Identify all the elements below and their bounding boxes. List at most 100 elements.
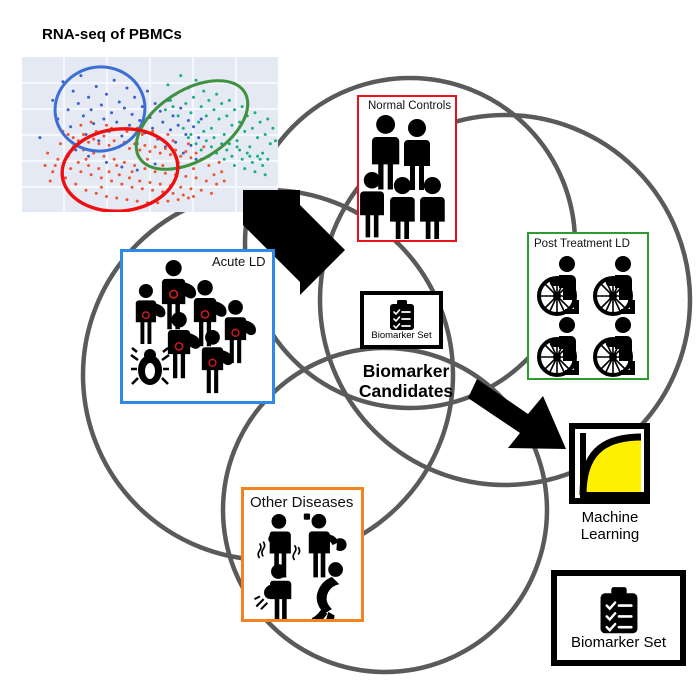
scatter-point (199, 148, 203, 152)
scatter-point (138, 148, 142, 152)
scatter-point (186, 119, 190, 123)
scatter-point (158, 151, 162, 155)
scatter-data-points (38, 74, 277, 205)
scatter-point (220, 102, 224, 105)
scatter-point (107, 143, 111, 147)
scatter-point (84, 157, 88, 161)
scatter-point (102, 154, 106, 158)
scatter-point (79, 123, 83, 127)
scatter-point (184, 150, 188, 154)
scatter-point (243, 167, 247, 171)
biomarker-candidates-line2: Candidates (358, 380, 454, 401)
scatter-point (197, 120, 201, 124)
scatter-point (81, 114, 85, 118)
scatter-point (153, 162, 157, 166)
scatter-point (66, 133, 70, 136)
scatter-point (120, 165, 124, 169)
tick-icon (130, 346, 170, 385)
biomarker-set-center-label: Biomarker Set (371, 329, 432, 341)
scatter-point (212, 136, 216, 140)
group-label-normal-controls: Normal Controls (368, 100, 452, 112)
scatter-point (186, 136, 190, 140)
scatter-point (194, 157, 198, 161)
scatter-point (148, 181, 152, 185)
scatter-point (238, 120, 242, 124)
sick-person-icon-shivering (257, 514, 301, 578)
scatter-point (112, 78, 116, 82)
scatter-point (266, 157, 270, 161)
scatter-point (184, 133, 188, 136)
scatter-point (194, 151, 198, 155)
scatter-point (71, 89, 75, 93)
wheelchair-person-icon (593, 317, 635, 377)
scatter-point (192, 167, 196, 171)
scatter-point (232, 164, 236, 167)
scatter-point (74, 182, 78, 186)
scatter-point (122, 106, 126, 110)
machine-learning-icon-box (569, 423, 650, 504)
scatter-point (179, 74, 183, 78)
scatter-point (128, 176, 132, 180)
group-box-acute-ld (120, 249, 275, 404)
scatter-point (125, 129, 129, 133)
scatter-plot-title: RNA-seq of PBMCs (42, 26, 182, 43)
scatter-cluster-outlines (53, 65, 250, 213)
scatter-point (128, 123, 132, 127)
scatter-point (199, 105, 203, 109)
scatter-point (171, 105, 175, 109)
scatter-point (186, 196, 190, 200)
scatter-point (133, 95, 137, 99)
scatter-point (87, 95, 91, 99)
person-icon-group (360, 115, 445, 245)
scatter-point (212, 173, 216, 177)
group-label-other-diseases: Other Diseases (250, 494, 354, 511)
scatter-point (87, 154, 91, 158)
wheelchair-person-icon (537, 317, 579, 377)
scatter-point (117, 100, 121, 104)
group-box-normal-controls (357, 95, 457, 245)
scatter-point (194, 78, 198, 82)
scatter-point (79, 170, 83, 174)
group-label-post-treatment-ld: Post Treatment LD (534, 238, 630, 250)
scatter-point (38, 136, 42, 140)
green-cluster-ellipse (134, 79, 250, 171)
biomarker-set-final-box: Biomarker Set (551, 570, 686, 666)
scatter-point (179, 106, 183, 110)
machine-learning-line1: Machine (581, 509, 639, 526)
scatter-point (53, 164, 57, 167)
scatter-point (104, 195, 108, 198)
scatter-point (192, 95, 196, 99)
scatter-point (153, 170, 157, 174)
scatter-point (125, 86, 129, 90)
scatter-point (271, 126, 275, 130)
scatter-point (97, 167, 101, 171)
scatter-point (76, 160, 80, 164)
scatter-point (51, 98, 55, 102)
scatter-point (248, 145, 252, 149)
scatter-point (145, 157, 149, 161)
scatter-point (87, 140, 91, 144)
blue-cluster-ellipse (53, 65, 147, 153)
scatter-point (204, 139, 208, 143)
scatter-point (263, 173, 267, 177)
scatter-point (240, 157, 244, 161)
arrow-center-to-ml (468, 379, 566, 449)
scatter-point (84, 188, 88, 192)
scatter-point (230, 123, 234, 127)
scatter-point (104, 160, 108, 164)
scatter-point (84, 133, 88, 136)
scatter-point (115, 120, 119, 124)
scatter-point (125, 198, 129, 202)
scatter-point (199, 117, 203, 121)
scatter-point (166, 199, 170, 203)
scatter-point (209, 126, 213, 130)
scatter-point (168, 98, 172, 102)
scatter-point (217, 117, 221, 121)
scatter-point (104, 92, 108, 96)
scatter-point (232, 108, 236, 112)
wheelchair-person-icon (593, 256, 635, 316)
scatter-point (130, 185, 134, 189)
scatter-point (225, 148, 229, 152)
scatter-point (99, 103, 103, 107)
